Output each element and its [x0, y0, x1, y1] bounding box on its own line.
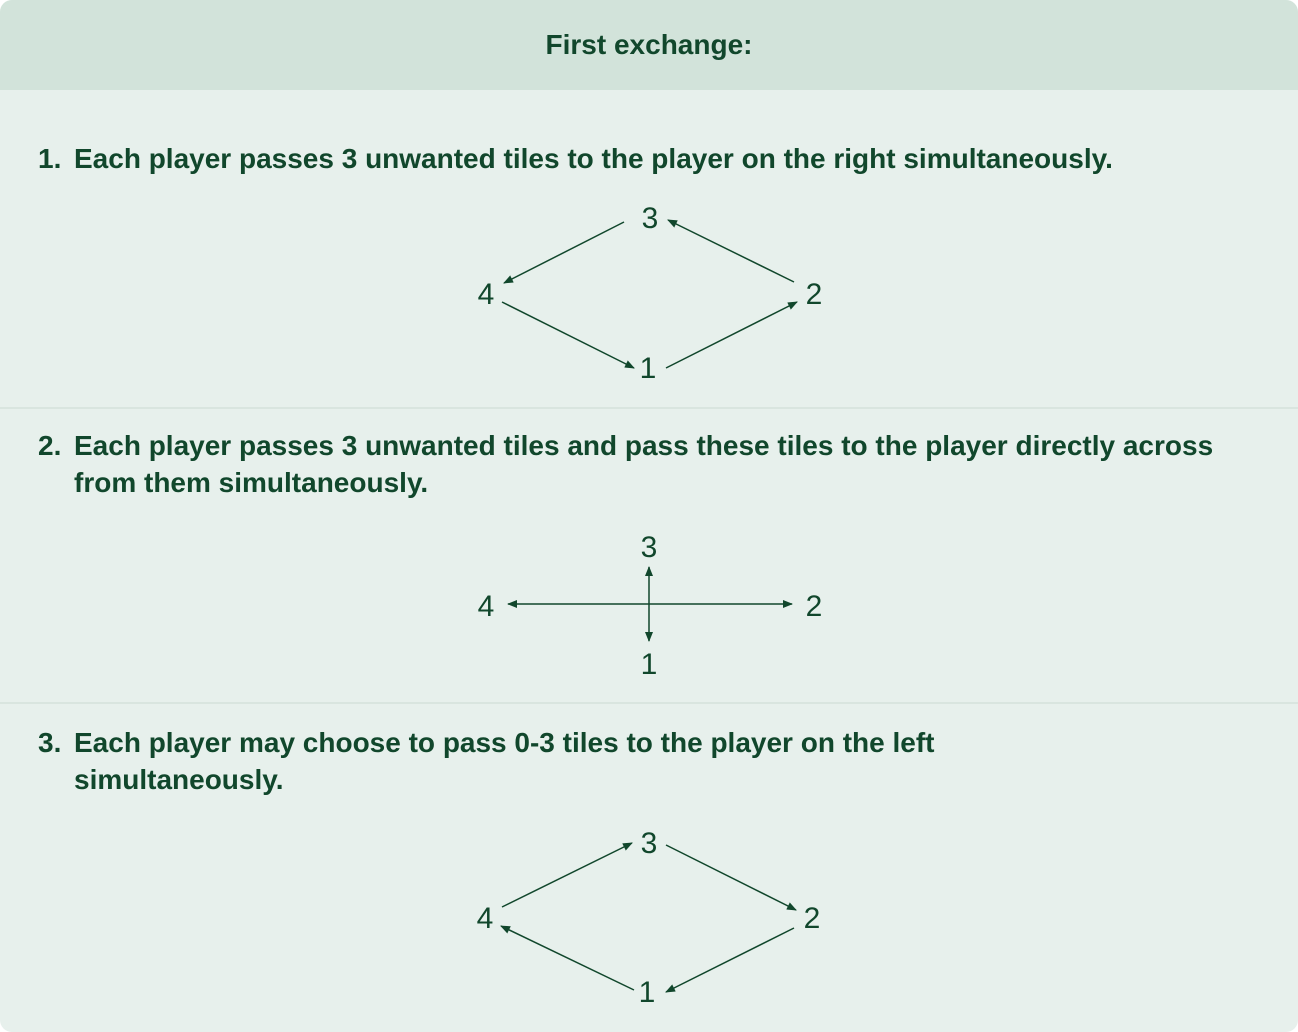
step-1-arrow-1-to-2: [665, 301, 798, 369]
step-2-text: Each player passes 3 unwanted tiles and …: [74, 430, 1214, 498]
step-1-diagram: 3 2 1 4: [478, 202, 823, 385]
step-3-node-bottom: 1: [639, 976, 656, 1009]
step-1-arrow-4-to-1: [501, 301, 635, 369]
section-divider-2: [0, 702, 1298, 704]
step-3-instruction: 3. Each player may choose to pass 0-3 ti…: [38, 724, 1278, 798]
step-2-instruction: 2. Each player passes 3 unwanted tiles a…: [38, 427, 1278, 501]
step-1-node-left: 4: [478, 278, 495, 311]
step-3-arrow-1-to-4: [500, 925, 635, 991]
step-2-node-right: 2: [806, 590, 823, 623]
step-3-node-left: 4: [477, 902, 494, 935]
step-3-arrow-3-to-2: [665, 844, 797, 911]
step-3-diagram: 3 2 1 4: [477, 827, 821, 1009]
step-2-number: 2.: [38, 430, 62, 461]
step-3-node-top: 3: [641, 827, 658, 860]
step-2-diagram: 3 2 1 4: [478, 531, 823, 681]
step-1-number: 1.: [38, 143, 62, 174]
step-1-node-bottom: 1: [640, 352, 657, 385]
step-1-arrow-2-to-3: [667, 219, 795, 283]
step-1-text: Each player passes 3 unwanted tiles to t…: [74, 143, 1113, 174]
step-3-arrow-2-to-1: [665, 927, 795, 993]
step-2-node-left: 4: [478, 590, 495, 623]
step-1-instruction: 1. Each player passes 3 unwanted tiles t…: [38, 140, 1278, 177]
card-title: First exchange:: [545, 29, 753, 60]
step-3-number: 3.: [38, 727, 62, 758]
section-divider-1: [0, 407, 1298, 409]
step-1-node-right: 2: [806, 278, 823, 311]
step-1-node-top: 3: [642, 202, 659, 235]
step-3-node-right: 2: [804, 902, 821, 935]
step-2-node-bottom: 1: [641, 648, 658, 681]
step-3-text: Each player may choose to pass 0-3 tiles…: [74, 727, 935, 795]
step-1-arrow-3-to-4: [503, 221, 625, 284]
header-bar: First exchange:: [0, 0, 1298, 90]
step-2-node-top: 3: [641, 531, 658, 564]
step-3-arrow-4-to-3: [501, 842, 633, 908]
